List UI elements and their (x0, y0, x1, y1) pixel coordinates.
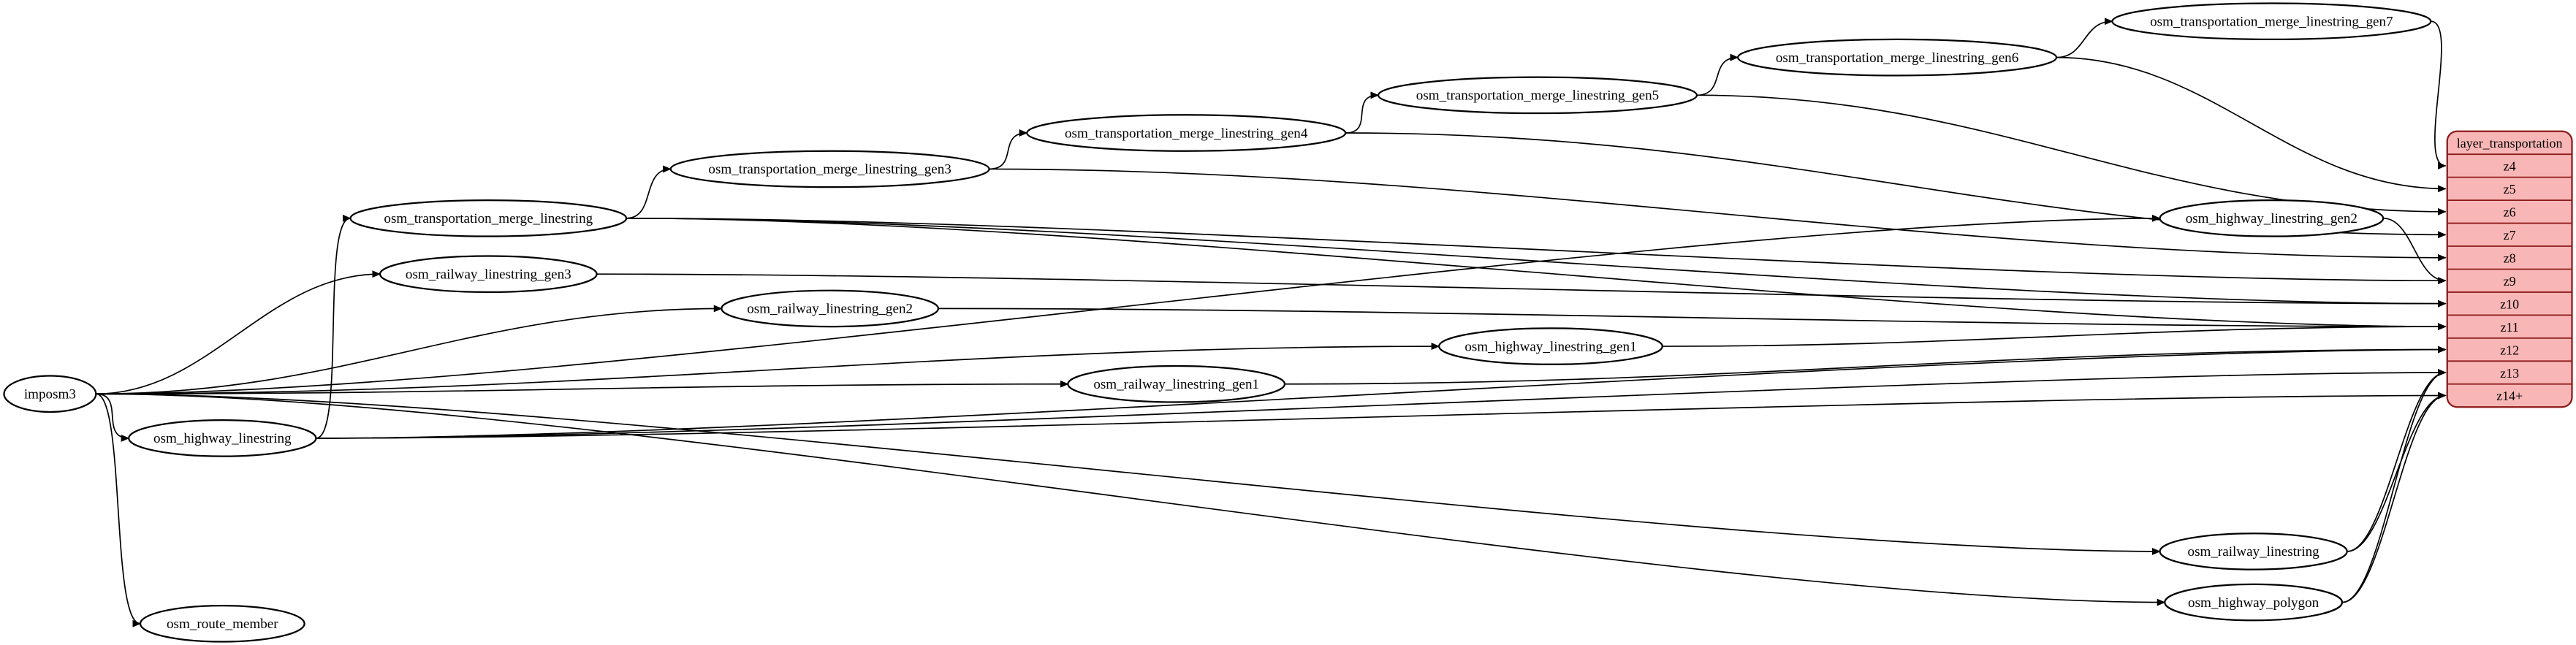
edge-osm_railway_linestring--layer_transportation.z13 (2347, 369, 2447, 552)
node-label-osm_transportation_merge_linestring_gen3: osm_transportation_merge_linestring_gen3 (708, 162, 951, 178)
record-row-z13: z13 (2500, 366, 2519, 381)
edge-osm_railway_linestring_gen2--layer_transportation.z11 (938, 308, 2447, 331)
node-label-osm_transportation_merge_linestring_gen6: osm_transportation_merge_linestring_gen6 (1776, 50, 2018, 66)
node-label-osm_highway_polygon: osm_highway_polygon (2188, 595, 2319, 611)
node-ellipse-osm_transportation_merge_linestring_gen3 (669, 150, 990, 188)
node-osm_route_member: osm_route_member (139, 604, 305, 643)
node-label-osm_transportation_merge_linestring_gen7: osm_transportation_merge_linestring_gen7 (2150, 14, 2393, 29)
node-ellipse-osm_railway_linestring_gen3 (379, 255, 598, 294)
node-osm_transportation_merge_linestring_gen5: osm_transportation_merge_linestring_gen5 (1377, 76, 1698, 115)
edge-osm_highway_polygon--layer_transportation.z14+ (2341, 392, 2447, 603)
node-label-osm_route_member: osm_route_member (167, 617, 278, 632)
node-ellipse-osm_highway_polygon (2164, 583, 2344, 622)
edge-osm_railway_linestring_gen1--layer_transportation.z12 (1285, 346, 2447, 385)
node-imposm3: imposm3 (3, 375, 97, 413)
node-label-osm_railway_linestring: osm_railway_linestring (2188, 544, 2320, 560)
node-ellipse-osm_transportation_merge_linestring_gen6 (1737, 38, 2058, 77)
edge-imposm3--osm_railway_linestring_gen1 (96, 380, 1069, 395)
record-row-z9: z9 (2504, 274, 2516, 289)
edge-osm_railway_linestring_gen3--layer_transportation.z10 (596, 273, 2447, 308)
node-label-osm_transportation_merge_linestring: osm_transportation_merge_linestring (384, 211, 593, 226)
node-osm_highway_linestring: osm_highway_linestring (128, 419, 317, 457)
edge-osm_transportation_merge_linestring_gen3--layer_transportation.z8 (989, 168, 2447, 262)
record-row-z10: z10 (2500, 297, 2519, 311)
node-osm_railway_linestring_gen1: osm_railway_linestring_gen1 (1067, 365, 1286, 403)
edge-osm_highway_polygon--layer_transportation.z13 (2341, 369, 2447, 603)
node-osm_railway_linestring_gen3: osm_railway_linestring_gen3 (379, 255, 598, 294)
node-ellipse-osm_highway_linestring (128, 419, 317, 457)
node-label-osm_highway_linestring_gen2: osm_highway_linestring_gen2 (2186, 211, 2357, 226)
node-osm_railway_linestring_gen2: osm_railway_linestring_gen2 (721, 289, 940, 328)
edge-imposm3--osm_railway_linestring_gen3 (96, 270, 381, 395)
record-row-z12: z12 (2500, 343, 2519, 357)
edge-osm_transportation_merge_linestring_gen6--layer_transportation.z5 (2056, 56, 2447, 193)
node-osm_highway_polygon: osm_highway_polygon (2164, 583, 2344, 622)
record-row-z8: z8 (2504, 251, 2516, 265)
node-ellipse-osm_route_member (139, 604, 305, 643)
node-osm_transportation_merge_linestring_gen4: osm_transportation_merge_linestring_gen4 (1026, 114, 1347, 152)
edge-imposm3--osm_highway_polygon (96, 393, 2166, 606)
edge-imposm3--osm_highway_linestring (96, 393, 130, 442)
edge-osm_transportation_merge_linestring_gen5--layer_transportation.z6 (1696, 94, 2447, 215)
edge-osm_highway_linestring_gen1--layer_transportation.z11 (1662, 323, 2447, 347)
edge-osm_highway_linestring--osm_transportation_merge_linestring (316, 214, 352, 439)
node-osm_transportation_merge_linestring_gen3: osm_transportation_merge_linestring_gen3 (669, 150, 990, 188)
record-title: layer_transportation (2457, 136, 2563, 150)
node-label-osm_railway_linestring_gen3: osm_railway_linestring_gen3 (406, 267, 571, 283)
edge-osm_transportation_merge_linestring_gen4--osm_transportation_merge_linestring_gen5 (1345, 91, 1380, 134)
node-ellipse-osm_transportation_merge_linestring_gen5 (1377, 76, 1698, 115)
node-ellipse-osm_transportation_merge_linestring_gen4 (1026, 114, 1347, 152)
node-label-osm_highway_linestring: osm_highway_linestring (153, 431, 292, 446)
edge-osm_highway_linestring--layer_transportation.z14+ (316, 392, 2447, 439)
record-row-z6: z6 (2504, 205, 2516, 220)
edge-osm_railway_linestring--layer_transportation.z14+ (2347, 392, 2447, 552)
node-ellipse-osm_transportation_merge_linestring (349, 199, 628, 237)
edges-layer (96, 18, 2447, 627)
edge-osm_transportation_merge_linestring_gen3--osm_transportation_merge_linestring_gen4 (989, 129, 1028, 170)
node-ellipse-imposm3 (3, 375, 97, 413)
edge-imposm3--osm_route_member (96, 393, 142, 627)
edge-osm_highway_linestring--layer_transportation.z13 (316, 369, 2447, 439)
node-ellipse-osm_railway_linestring (2159, 533, 2348, 570)
node-osm_transportation_merge_linestring_gen7: osm_transportation_merge_linestring_gen7 (2111, 2, 2432, 41)
edge-osm_highway_linestring--layer_transportation.z12 (316, 346, 2447, 439)
record-row-z14+: z14+ (2496, 389, 2523, 403)
node-ellipse-osm_railway_linestring_gen1 (1067, 365, 1286, 403)
nodes-layer: imposm3 osm_highway_linestring osm_route_m… (3, 2, 2432, 643)
edge-osm_transportation_merge_linestring--layer_transportation.z11 (626, 217, 2447, 331)
node-ellipse-osm_transportation_merge_linestring_gen7 (2111, 2, 2432, 41)
node-label-osm_railway_linestring_gen2: osm_railway_linestring_gen2 (747, 302, 913, 317)
edge-imposm3--osm_highway_linestring_gen1 (96, 343, 1440, 395)
record-row-z7: z7 (2504, 228, 2516, 243)
node-osm_railway_linestring: osm_railway_linestring (2159, 533, 2348, 570)
node-label-osm_highway_linestring_gen1: osm_highway_linestring_gen1 (1464, 339, 1636, 354)
node-osm_transportation_merge_linestring_gen6: osm_transportation_merge_linestring_gen6 (1737, 38, 2058, 77)
record-row-z4: z4 (2504, 159, 2516, 174)
record-layer_transportation: layer_transportation z4 z5 z6 z7 z8 z9 z10 z11 z1… (2446, 130, 2573, 408)
node-label-osm_transportation_merge_linestring_gen4: osm_transportation_merge_linestring_gen4 (1065, 126, 1308, 141)
edge-osm_transportation_merge_linestring--layer_transportation.z9 (626, 217, 2447, 285)
node-osm_highway_linestring_gen2: osm_highway_linestring_gen2 (2159, 199, 2385, 237)
edge-imposm3--osm_railway_linestring (96, 393, 2161, 555)
record-row-z11: z11 (2500, 320, 2518, 335)
node-label-osm_railway_linestring_gen1: osm_railway_linestring_gen1 (1093, 377, 1259, 392)
edge-osm_transportation_merge_linestring_gen7--layer_transportation.z4 (2431, 20, 2447, 169)
edge-osm_transportation_merge_linestring--osm_transportation_merge_linestring_gen3 (626, 165, 672, 219)
node-label-osm_transportation_merge_linestring_gen5: osm_transportation_merge_linestring_gen5 (1416, 88, 1659, 104)
node-ellipse-osm_railway_linestring_gen2 (721, 289, 940, 328)
record-row-z5: z5 (2504, 182, 2516, 196)
node-osm_highway_linestring_gen1: osm_highway_linestring_gen1 (1438, 327, 1663, 365)
node-osm_transportation_merge_linestring: osm_transportation_merge_linestring (349, 199, 628, 237)
edge-imposm3--osm_railway_linestring_gen2 (96, 305, 723, 395)
node-ellipse-osm_highway_linestring_gen1 (1438, 327, 1663, 365)
node-ellipse-osm_highway_linestring_gen2 (2159, 199, 2385, 237)
edge-osm_highway_linestring_gen2--layer_transportation.z9 (2383, 217, 2447, 285)
edge-osm_transportation_merge_linestring_gen5--osm_transportation_merge_linestring_gen6 (1696, 53, 1739, 96)
edge-osm_transportation_merge_linestring--layer_transportation.z10 (626, 217, 2447, 308)
edge-osm_transportation_merge_linestring_gen6--osm_transportation_merge_linestring_gen7 (2056, 18, 2113, 58)
node-label-imposm3: imposm3 (24, 387, 76, 402)
